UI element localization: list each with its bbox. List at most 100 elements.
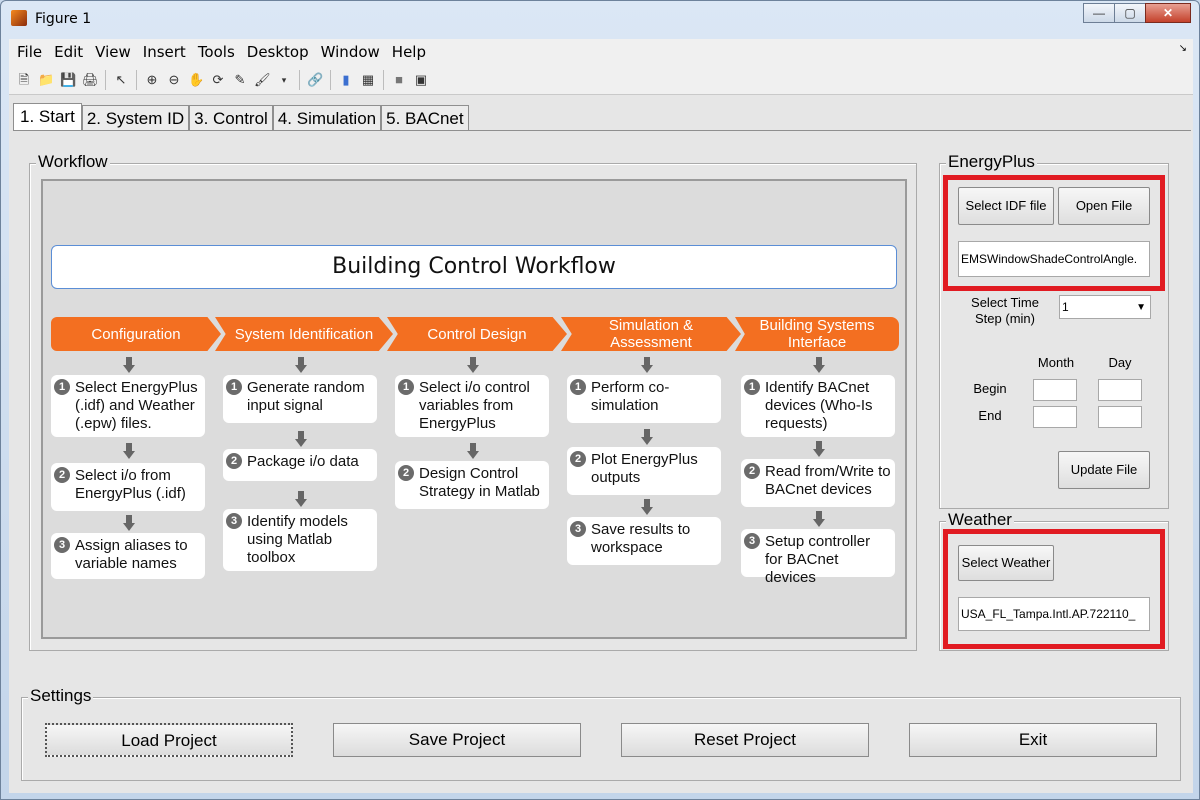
- phase-system-identification: System Identification: [215, 317, 393, 351]
- down-arrow-icon: [641, 429, 653, 445]
- tab-control[interactable]: 3. Control: [189, 105, 273, 131]
- hide-plot-tools-icon[interactable]: ■: [395, 71, 403, 87]
- energyplus-group-title: EnergyPlus: [946, 152, 1037, 172]
- tab-system-id[interactable]: 2. System ID: [81, 105, 190, 131]
- weather-highlight-box: [943, 529, 1165, 649]
- tab-strip: 1. Start 2. System ID 3. Control 4. Simu…: [13, 103, 469, 131]
- title-bar: Figure 1 — ▢ ✕: [1, 1, 1199, 37]
- menu-file[interactable]: File: [17, 43, 43, 61]
- open-file-button[interactable]: Open File: [1058, 187, 1150, 225]
- phase-control-design: Control Design: [387, 317, 567, 351]
- down-arrow-icon: [813, 441, 825, 457]
- begin-label: Begin: [973, 381, 1007, 396]
- show-plot-tools-icon[interactable]: ▣: [414, 71, 428, 87]
- energyplus-highlight-box: [943, 175, 1165, 291]
- menu-help[interactable]: Help: [391, 43, 426, 61]
- dock-arrow-icon[interactable]: ↘: [1178, 43, 1187, 54]
- menu-view[interactable]: View: [95, 43, 131, 61]
- open-file-icon[interactable]: 📁: [38, 71, 55, 87]
- timestep-label: Select Time Step (min): [971, 295, 1039, 326]
- reset-project-button[interactable]: Reset Project: [621, 723, 869, 757]
- end-label: End: [978, 408, 1002, 423]
- chevron-down-icon: ▼: [1136, 301, 1146, 313]
- save-project-button[interactable]: Save Project: [333, 723, 581, 757]
- close-button[interactable]: ✕: [1145, 3, 1191, 23]
- energyplus-group: EnergyPlus: [939, 152, 1169, 509]
- new-figure-icon[interactable]: 🗎: [18, 71, 30, 87]
- down-arrow-icon: [467, 443, 479, 459]
- update-file-button[interactable]: Update File: [1058, 451, 1150, 489]
- timestep-select[interactable]: 1 ▼: [1059, 295, 1151, 319]
- link-plot-icon[interactable]: 🔗: [307, 71, 324, 87]
- begin-month-field[interactable]: [1033, 379, 1077, 401]
- phase-simulation-assessment: Simulation & Assessment: [561, 317, 741, 351]
- zoom-out-icon[interactable]: ⊖: [168, 71, 180, 87]
- data-cursor-icon[interactable]: ✎: [234, 71, 246, 87]
- workflow-banner-title: Building Control Workflow: [51, 245, 897, 289]
- down-arrow-icon: [123, 515, 135, 531]
- menu-desktop[interactable]: Desktop: [246, 43, 309, 61]
- load-project-button[interactable]: Load Project: [45, 723, 293, 757]
- minimize-button[interactable]: —: [1083, 3, 1115, 23]
- workflow-diagram: Building Control Workflow Configuration …: [41, 179, 907, 639]
- tab-bacnet[interactable]: 5. BACnet: [381, 105, 469, 131]
- weather-group-title: Weather: [946, 510, 1014, 530]
- workflow-group: Workflow: [29, 152, 917, 651]
- down-arrow-icon: [641, 499, 653, 515]
- print-icon[interactable]: 🖨: [82, 71, 99, 87]
- idf-filename-field[interactable]: EMSWindowShadeControlAngle.: [958, 241, 1150, 277]
- colorbar-icon[interactable]: ▮: [342, 71, 350, 87]
- figure-toolbar: 🗎 📁 💾 🖨 ↖ ⊕ ⊖ ✋ ⟳ ✎ 🖌 ▾ 🔗 ▮ ▦ ■ ▣: [9, 65, 1193, 95]
- tab-simulation[interactable]: 4. Simulation: [272, 105, 382, 131]
- menu-window[interactable]: Window: [320, 43, 380, 61]
- menu-bar: File Edit View Insert Tools Desktop Wind…: [9, 39, 1193, 65]
- exit-button[interactable]: Exit: [909, 723, 1157, 757]
- select-idf-file-button[interactable]: Select IDF file: [958, 187, 1054, 225]
- end-day-field[interactable]: [1098, 406, 1142, 428]
- month-label: Month: [1037, 355, 1075, 370]
- tab-pane-start: [13, 130, 1191, 670]
- maximize-button[interactable]: ▢: [1114, 3, 1146, 23]
- down-arrow-icon: [295, 431, 307, 447]
- menu-tools[interactable]: Tools: [197, 43, 235, 61]
- brush-icon[interactable]: 🖌: [254, 71, 271, 87]
- weather-group: Weather: [939, 510, 1169, 651]
- brush-dropdown-icon[interactable]: ▾: [281, 74, 287, 85]
- down-arrow-icon: [295, 491, 307, 507]
- settings-group-title: Settings: [28, 686, 94, 706]
- window-title: Figure 1: [35, 11, 92, 27]
- down-arrow-icon: [467, 357, 479, 373]
- down-arrow-icon: [813, 357, 825, 373]
- legend-icon[interactable]: ▦: [361, 71, 375, 87]
- select-weather-button[interactable]: Select Weather: [958, 545, 1054, 581]
- tab-start[interactable]: 1. Start: [13, 103, 82, 131]
- down-arrow-icon: [813, 511, 825, 527]
- day-label: Day: [1108, 355, 1132, 370]
- pan-hand-icon[interactable]: ✋: [188, 71, 205, 87]
- rotate-3d-icon[interactable]: ⟳: [212, 71, 224, 87]
- save-icon[interactable]: 💾: [60, 71, 77, 87]
- menu-insert[interactable]: Insert: [142, 43, 186, 61]
- zoom-in-icon[interactable]: ⊕: [146, 71, 158, 87]
- down-arrow-icon: [123, 443, 135, 459]
- begin-day-field[interactable]: [1098, 379, 1142, 401]
- down-arrow-icon: [641, 357, 653, 373]
- weather-filename-field[interactable]: USA_FL_Tampa.Intl.AP.722110_: [958, 597, 1150, 631]
- end-month-field[interactable]: [1033, 406, 1077, 428]
- pointer-icon[interactable]: ↖: [115, 71, 127, 87]
- menu-edit[interactable]: Edit: [54, 43, 84, 61]
